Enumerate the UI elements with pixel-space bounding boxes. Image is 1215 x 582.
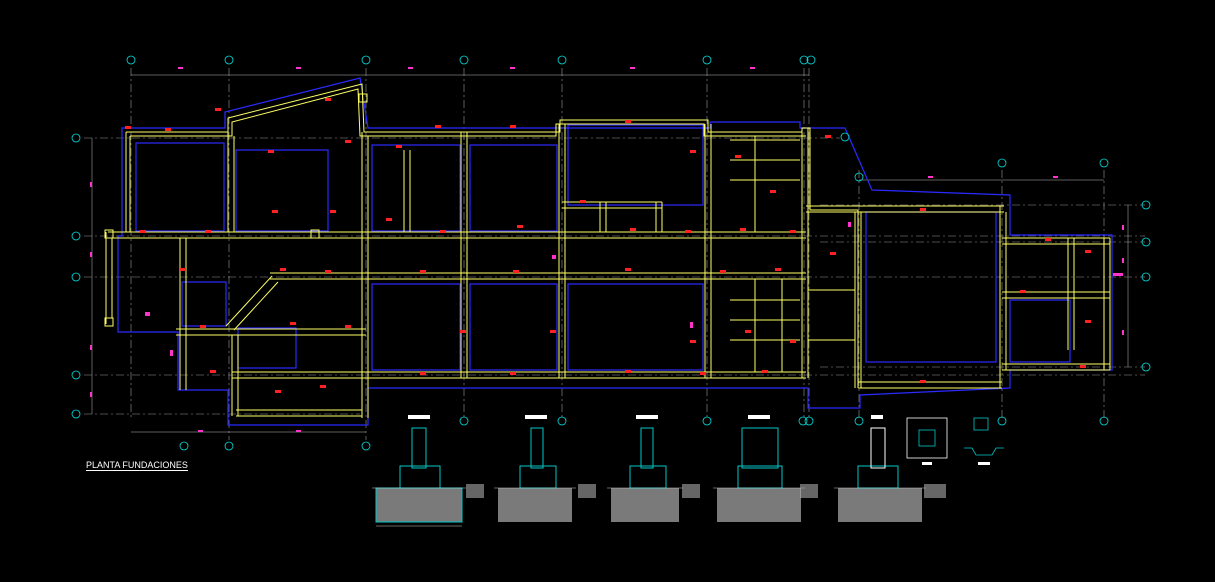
footing-outlines	[117, 77, 1113, 426]
footing-sections	[372, 415, 1004, 527]
columns	[104, 93, 368, 327]
footing-section-5	[834, 415, 946, 522]
column-plan-detail	[906, 417, 948, 465]
footing-section-3	[607, 415, 700, 522]
axis-grid	[84, 68, 1145, 440]
dimension-lines	[91, 74, 1129, 433]
footing-section-1	[372, 415, 484, 527]
drawing-title: PLANTA FUNDACIONES	[86, 460, 188, 471]
footing-section-4	[713, 415, 818, 522]
axis-bubbles	[71, 55, 1151, 451]
dimension-tags	[125, 98, 1091, 393]
anchor-detail	[964, 417, 1004, 465]
foundation-walls	[105, 83, 1111, 418]
footing-section-2	[494, 415, 596, 522]
magenta-markers	[90, 67, 1124, 432]
